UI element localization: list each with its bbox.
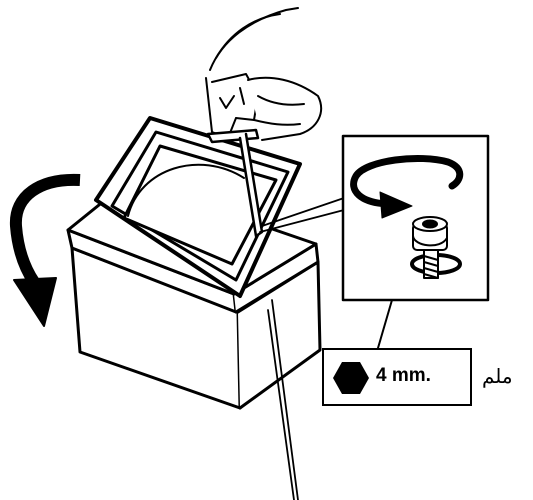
label-leader-line [378, 300, 392, 348]
tool-size-label: 4 mm. [322, 348, 472, 406]
tool-size-text: 4 mm. [376, 365, 431, 387]
detail-inset [343, 136, 488, 348]
hex-key-icon [332, 360, 370, 396]
unit-arabic-label: ملم [482, 364, 513, 388]
curved-arrow-icon [14, 180, 80, 326]
hand [206, 8, 321, 140]
